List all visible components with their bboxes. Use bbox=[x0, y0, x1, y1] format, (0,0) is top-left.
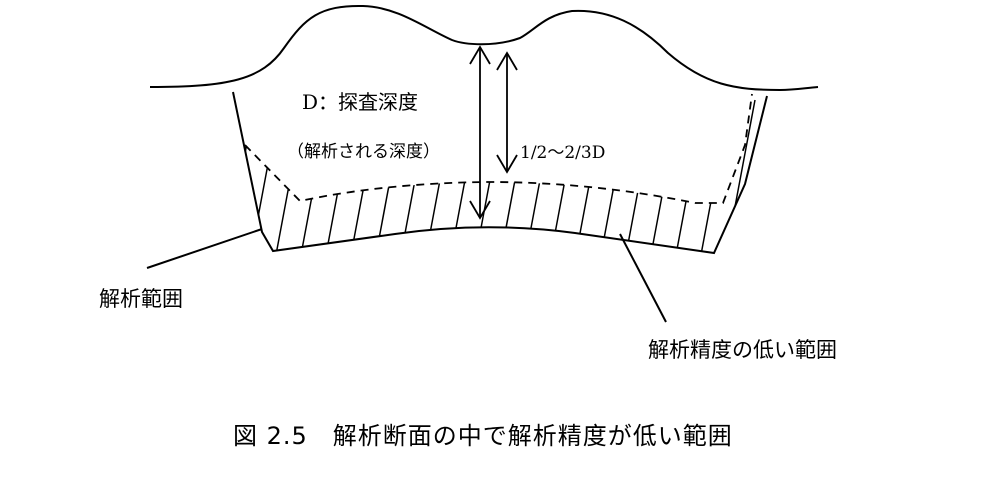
depth-subtitle-label: （解析される深度） bbox=[287, 142, 440, 162]
depth-title-label: D：探査深度 bbox=[302, 90, 419, 114]
analysis-section-outline bbox=[232, 91, 768, 255]
reliable-depth-dashed-line bbox=[244, 93, 753, 204]
depth-arrow-d bbox=[469, 45, 491, 220]
figure-caption: 図 2.5 解析断面の中で解析精度が低い範囲 bbox=[233, 422, 733, 450]
analysis-range-leader-line bbox=[146, 228, 263, 269]
ratio-label: 1/2～2/3D bbox=[520, 143, 606, 163]
low-precision-range-label: 解析精度の低い範囲 bbox=[648, 338, 837, 362]
analysis-range-label: 解析範囲 bbox=[99, 287, 183, 311]
ground-surface-line bbox=[149, 4, 819, 92]
ratio-depth-arrow bbox=[496, 51, 518, 174]
low-precision-hatching bbox=[233, 99, 767, 253]
low-precision-leader-line bbox=[619, 233, 667, 323]
